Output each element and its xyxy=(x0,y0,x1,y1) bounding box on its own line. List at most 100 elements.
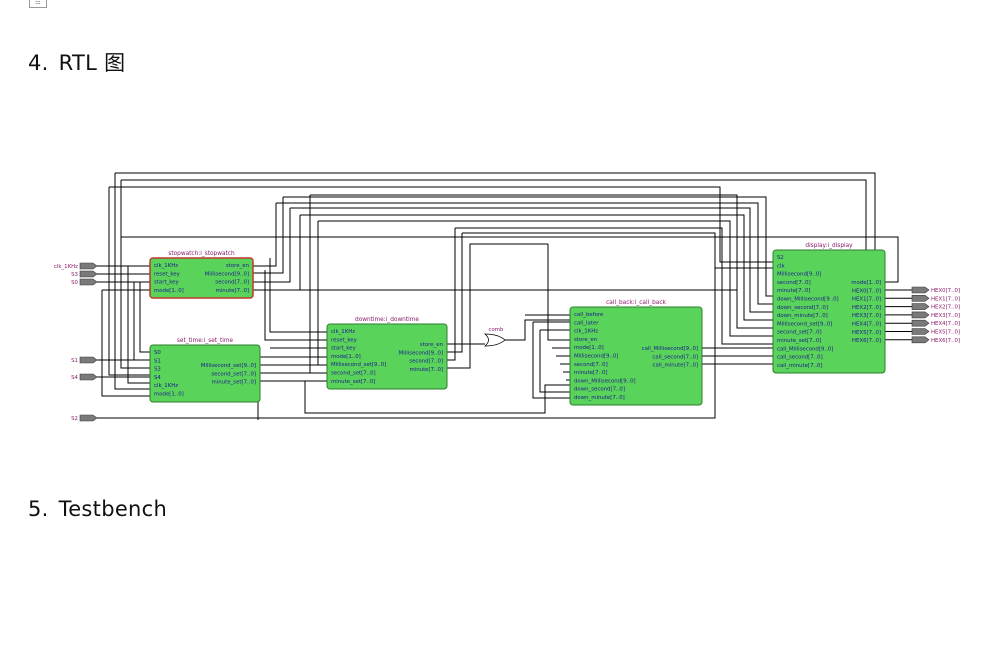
net-wire xyxy=(462,232,773,269)
port-label: minute[7..0] xyxy=(215,288,249,294)
port-label: Millisecond_set[9..0] xyxy=(201,363,256,369)
port-label: HEX4[7..0] xyxy=(852,322,881,328)
port-label: mode[1..0] xyxy=(574,345,604,351)
net-wire xyxy=(447,233,463,353)
port-label: call_minute[7..0] xyxy=(653,363,698,369)
net-wire xyxy=(276,202,773,305)
input-pin-label: clk_1KHz xyxy=(54,264,78,270)
port-label: clk_1KHz xyxy=(154,263,178,269)
net-wire xyxy=(455,227,773,345)
port-label: mode[1..0] xyxy=(154,392,184,398)
output-pin-icon xyxy=(911,303,930,310)
input-pin-icon xyxy=(79,356,98,364)
port-label: S3 xyxy=(154,367,161,373)
net-wire xyxy=(253,203,277,267)
port-label: clk xyxy=(777,263,785,269)
input-pin-icon xyxy=(79,270,98,278)
output-pin-label: HEX5[7..0] xyxy=(931,330,960,336)
input-pin-label: S3 xyxy=(71,272,78,278)
net-wire xyxy=(101,290,150,397)
port-label: down_minute[7..0] xyxy=(574,395,625,401)
or-gate-icon xyxy=(483,333,506,347)
port-label: Millisecond[9..0] xyxy=(777,272,821,278)
net-wire xyxy=(539,330,570,393)
net-wire xyxy=(447,228,456,361)
port-label: Millisecond[9..0] xyxy=(399,350,443,356)
port-label: second_set[7..0] xyxy=(211,371,256,377)
port-label: store_en xyxy=(226,263,249,269)
input-pin-icon xyxy=(79,414,98,422)
module-title: display:i_display xyxy=(805,243,853,249)
port-label: down_second[7..0] xyxy=(777,305,828,311)
output-pin-label: HEX1[7..0] xyxy=(931,296,960,302)
port-label: minute[7..0] xyxy=(777,288,811,294)
output-pin-label: HEX0[7..0] xyxy=(931,288,960,294)
section-number: 5. xyxy=(28,497,49,521)
output-pin-label: HEX4[7..0] xyxy=(931,321,960,327)
port-label: call_second[7..0] xyxy=(777,355,823,361)
input-pin-label: S2 xyxy=(71,416,78,422)
port-label: HEX6[7..0] xyxy=(852,338,881,344)
port-label: mode[1..0] xyxy=(331,354,361,360)
module-title: stopwatch:i_stopwatch xyxy=(168,251,235,257)
net-wire xyxy=(260,221,319,366)
port-label: S0 xyxy=(154,350,161,356)
input-pin-icon xyxy=(79,262,98,270)
net-wire xyxy=(264,270,327,341)
port-label: S1 xyxy=(154,358,161,364)
net-wire xyxy=(253,289,738,328)
port-label: start_key xyxy=(331,346,356,352)
port-label: store_en xyxy=(420,342,443,348)
net-wire xyxy=(109,186,773,263)
port-label: call_Millisecond[9..0] xyxy=(642,346,698,352)
port-label: minute[7..0] xyxy=(574,370,608,376)
module-stopwatch xyxy=(149,257,254,299)
port-label: Millisecond_set[9..0] xyxy=(331,362,386,368)
port-label: minute_set[7..0] xyxy=(212,380,256,386)
net-wire xyxy=(310,194,773,329)
input-pin-label: S1 xyxy=(71,358,78,364)
port-label: start_key xyxy=(154,280,179,286)
net-wire xyxy=(447,243,548,369)
net-wire xyxy=(139,282,150,353)
section-title: RTL 图 xyxy=(58,51,126,75)
module-call-back xyxy=(569,306,703,406)
module-title: downtime:i_downtime xyxy=(355,317,419,323)
output-pin-icon xyxy=(911,286,930,294)
port-label: second[7..0] xyxy=(409,359,443,365)
section-title: Testbench xyxy=(58,497,168,521)
port-label: HEX3[7..0] xyxy=(852,313,881,319)
output-pin-label: HEX3[7..0] xyxy=(931,313,960,319)
section-number: 4. xyxy=(28,51,49,75)
net-wire xyxy=(304,381,570,414)
output-pin-icon xyxy=(911,311,930,319)
port-label: S2 xyxy=(777,255,784,261)
net-wire xyxy=(269,258,327,333)
net-wire xyxy=(127,266,150,384)
input-pin-icon xyxy=(79,373,98,381)
module-title: call_back:i_call_back xyxy=(606,300,666,306)
net-wire xyxy=(253,208,291,283)
port-label: second_set[7..0] xyxy=(777,330,822,336)
port-label: mode[1..0] xyxy=(154,288,184,294)
net-wire xyxy=(290,207,773,313)
output-pin-label: HEX6[7..0] xyxy=(931,338,960,344)
port-label: Millisecond[9..0] xyxy=(574,354,618,360)
port-label: Millisecond[9..0] xyxy=(205,271,249,277)
port-label: call_Millisecond[9..0] xyxy=(777,346,833,352)
output-pin-icon xyxy=(911,295,930,302)
gate-label: comb xyxy=(489,327,505,333)
net-wire xyxy=(108,187,150,376)
net-wire xyxy=(547,244,570,341)
output-pin-icon xyxy=(911,328,930,335)
port-label: clk_1KHz xyxy=(331,329,355,335)
port-label: minute[7..0] xyxy=(409,367,443,373)
port-label: down_minute[7..0] xyxy=(777,313,828,319)
module-downtime xyxy=(326,323,448,390)
net-wire xyxy=(133,282,150,361)
module-display xyxy=(772,249,886,374)
port-label: store_en xyxy=(574,337,597,343)
port-label: S4 xyxy=(154,375,161,381)
module-title: set_time:i_set_time xyxy=(177,338,234,344)
